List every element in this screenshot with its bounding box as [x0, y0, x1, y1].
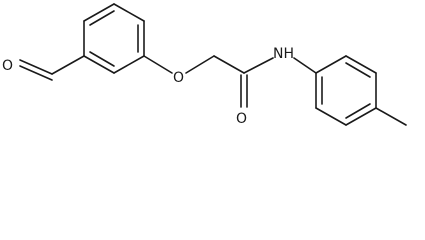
ring-left-bond-4	[113, 55, 145, 74]
ring-right-bond-4	[345, 107, 377, 126]
nitrogen-to-ring-bond	[293, 57, 317, 74]
ring-right-bond-1	[315, 55, 347, 74]
ring-right-double-2	[345, 103, 371, 119]
ether-linker: O	[143, 55, 215, 86]
amide-group: O NH	[236, 46, 317, 127]
aldehyde-oxygen-label: O	[2, 58, 13, 74]
aldehyde-co-bond-1	[19, 59, 53, 75]
ring-to-ether-bond	[143, 55, 173, 74]
ch2-to-carbonyl-bond	[213, 55, 245, 74]
ring-right-double-1	[345, 62, 371, 78]
ring-left-double-1	[89, 10, 115, 26]
ring-left-bond-1	[83, 3, 115, 22]
benzene-ring-left	[83, 3, 145, 74]
ring-left-double-3	[89, 51, 115, 67]
ether-oxygen-label: O	[173, 70, 184, 86]
ring-left-bond-5	[83, 55, 115, 74]
ring-right-bond-2	[345, 55, 377, 74]
carbonyl-to-nitrogen-bond	[243, 57, 274, 74]
carbonyl-oxygen-label: O	[236, 111, 247, 127]
benzene-ring-right	[315, 55, 377, 126]
aldehyde-group: O	[2, 55, 85, 81]
aldehyde-co-bond-2	[19, 65, 53, 81]
ring-left-bond-2	[113, 3, 145, 22]
ether-to-ch2-bond	[185, 55, 215, 74]
methyl-bond	[375, 107, 407, 126]
chemical-structure-diagram: O O O NH	[2, 3, 407, 127]
ring-right-bond-5	[315, 107, 347, 126]
amide-nitrogen-label: NH	[273, 46, 294, 62]
aldehyde-c-bond	[51, 55, 85, 75]
